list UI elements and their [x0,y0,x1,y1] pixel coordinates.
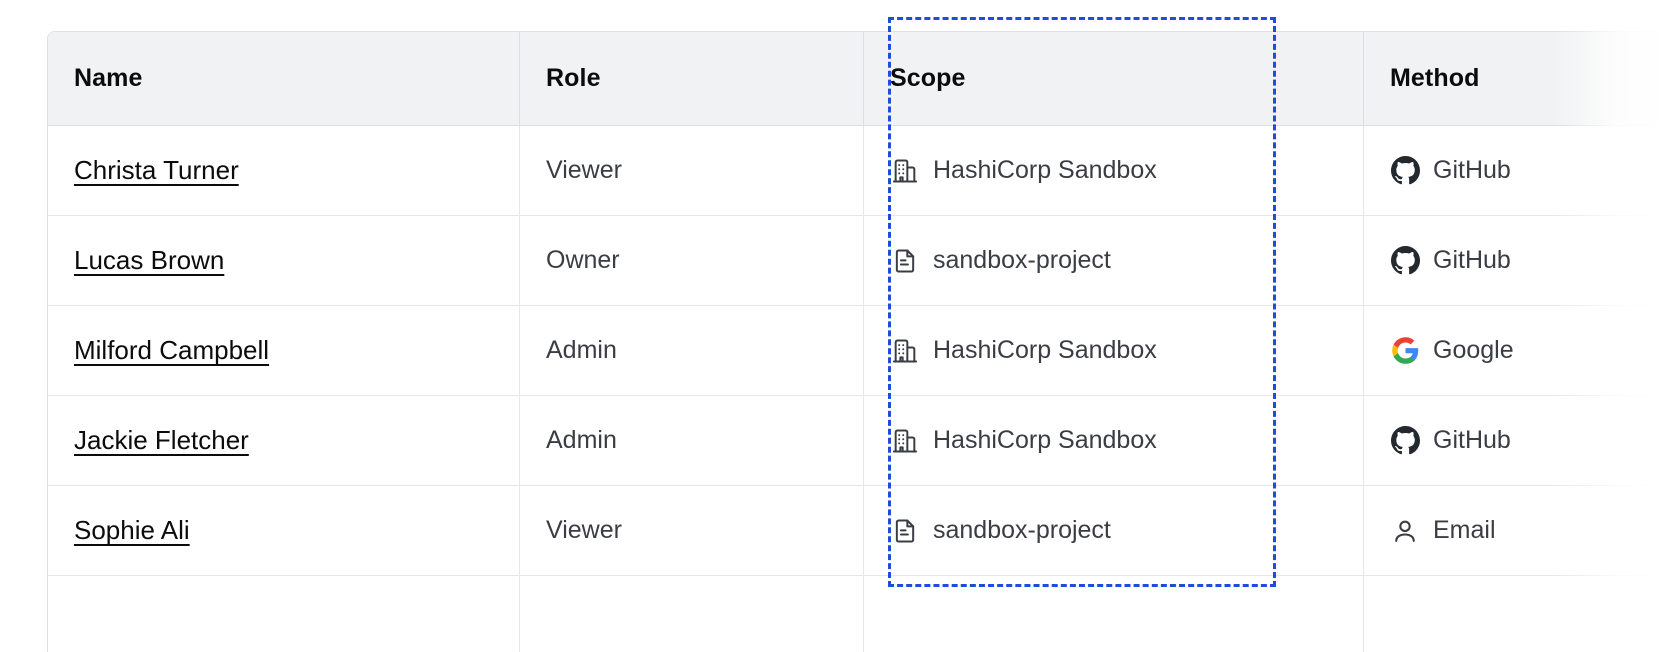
cell-name: Sophie Ali [48,486,520,576]
cell-name: Lucas Brown [48,216,520,306]
method-label: GitHub [1433,156,1511,184]
method-label: GitHub [1433,246,1511,274]
cell-role: Admin [520,306,864,396]
table-row: Milford Campbell Admin [48,306,1672,396]
column-header-method[interactable]: Method [1364,32,1672,126]
project-document-icon [890,246,920,276]
user-person-icon [1390,516,1420,546]
column-header-name[interactable]: Name [48,32,520,126]
table-header: Name Role Scope Method [48,32,1672,126]
table-row: Lucas Brown Owner sa [48,216,1672,306]
scope-label: HashiCorp Sandbox [933,336,1157,364]
cell-name: Milford Campbell [48,306,520,396]
cell-scope [864,576,1364,652]
user-name-link[interactable]: Jackie Fletcher [74,425,249,455]
organization-building-icon [890,426,920,456]
cell-method: GitHub [1364,126,1672,216]
cell-role: Admin [520,396,864,486]
cell-method: Google [1364,306,1672,396]
organization-building-icon [890,336,920,366]
google-icon [1390,336,1420,366]
cell-role: Viewer [520,126,864,216]
cell-role: Viewer [520,486,864,576]
cell-method: Email [1364,486,1672,576]
user-name-link[interactable]: Christa Turner [74,155,239,185]
method-label: Google [1433,336,1514,364]
scope-label: HashiCorp Sandbox [933,156,1157,184]
user-name-link[interactable]: Lucas Brown [74,245,225,275]
cell-method: GitHub [1364,216,1672,306]
cell-role: Owner [520,216,864,306]
column-header-scope[interactable]: Scope [864,32,1364,126]
table-row: Jackie Fletcher Admin [48,396,1672,486]
table-row: Sophie Ali Viewer sa [48,486,1672,576]
cell-scope: HashiCorp Sandbox [864,126,1364,216]
github-icon [1390,246,1420,276]
cell-scope: HashiCorp Sandbox [864,306,1364,396]
table-row [48,576,1672,652]
scope-label: sandbox-project [933,516,1111,544]
scope-label: sandbox-project [933,246,1111,274]
project-document-icon [890,516,920,546]
user-name-link[interactable]: Milford Campbell [74,335,270,365]
permissions-table: Name Role Scope Method Christa Turner Vi… [47,31,1672,652]
table-row: Christa Turner Viewer [48,126,1672,216]
permissions-table-viewport[interactable]: Name Role Scope Method Christa Turner Vi… [47,31,1672,652]
table-body: Christa Turner Viewer [48,126,1672,652]
table-header-row: Name Role Scope Method [48,32,1672,126]
method-label: GitHub [1433,426,1511,454]
cell-scope: sandbox-project [864,216,1364,306]
user-name-link[interactable]: Sophie Ali [74,515,190,545]
scope-label: HashiCorp Sandbox [933,426,1157,454]
column-header-role[interactable]: Role [520,32,864,126]
organization-building-icon [890,156,920,186]
cell-scope: HashiCorp Sandbox [864,396,1364,486]
cell-role [520,576,864,652]
github-icon [1390,426,1420,456]
method-label: Email [1433,516,1496,544]
cell-scope: sandbox-project [864,486,1364,576]
cell-name: Jackie Fletcher [48,396,520,486]
cell-method: GitHub [1364,396,1672,486]
cell-name [48,576,520,652]
cell-name: Christa Turner [48,126,520,216]
github-icon [1390,156,1420,186]
cell-method [1364,576,1672,652]
